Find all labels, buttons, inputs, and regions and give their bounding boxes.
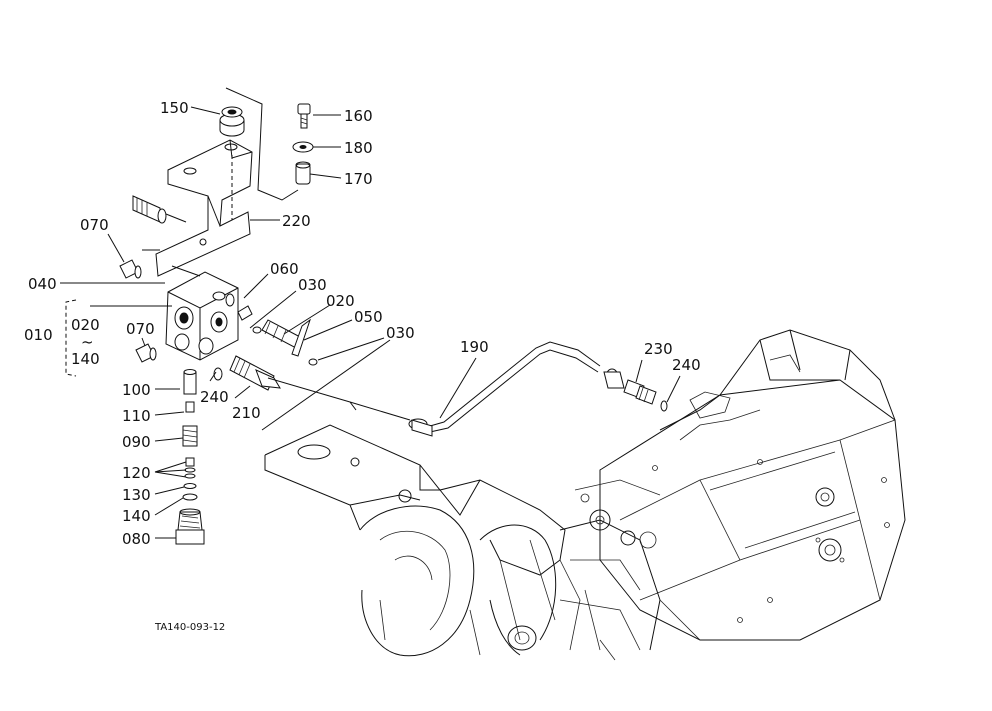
callout-range-tilde: ~ [81,333,94,351]
callout-140: 140 [122,507,151,525]
callout-230: 230 [644,340,673,358]
callout-100: 100 [122,381,151,399]
callout-030-lower: 030 [386,324,415,342]
callout-120: 120 [122,464,151,482]
callout-240-right: 240 [672,356,701,374]
callout-130: 130 [122,486,151,504]
callout-180: 180 [344,139,373,157]
chassis-frame [264,424,581,657]
callout-190: 190 [460,338,489,356]
drawing-reference-code: TA140-093-12 [154,622,225,633]
callout-080: 080 [122,530,151,548]
callout-140-left: 140 [71,350,100,368]
callout-060: 060 [270,260,299,278]
pipe-assembly [408,341,668,437]
callout-150: 150 [160,99,189,117]
callout-090: 090 [122,433,151,451]
callout-070-upper: 070 [80,216,109,234]
leader-lines [60,106,681,539]
callout-030-upper: 030 [298,276,327,294]
mounting-bracket [155,87,299,277]
callout-labels: 150 160 180 170 220 070 060 040 030 020 … [24,99,701,633]
callout-240-left: 240 [200,388,229,406]
callout-110: 110 [122,407,151,425]
callout-170: 170 [344,170,373,188]
callout-020-left: 020 [71,316,100,334]
callout-050: 050 [354,308,383,326]
callout-160: 160 [344,107,373,125]
transmission-housing [559,329,906,661]
callout-220: 220 [282,212,311,230]
callout-010: 010 [24,326,53,344]
valve-assembly [119,195,318,545]
callout-210: 210 [232,404,261,422]
callout-070-lower: 070 [126,320,155,338]
bolt-washer-collar [292,103,314,185]
callout-020-right: 020 [326,292,355,310]
callout-040: 040 [28,275,57,293]
